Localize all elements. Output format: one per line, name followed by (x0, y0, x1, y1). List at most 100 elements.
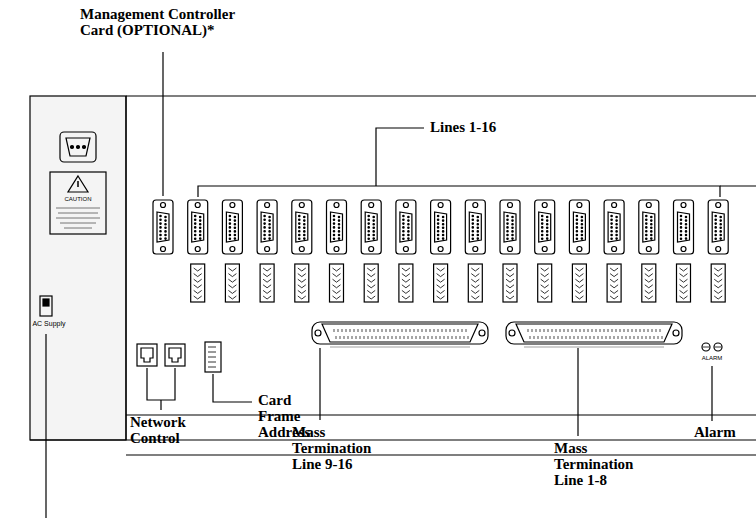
pin-stroke (342, 329, 344, 339)
db25-connector (257, 200, 277, 254)
terminal-block (642, 264, 656, 302)
pin-stroke (560, 329, 562, 339)
pin-stroke (568, 329, 570, 339)
rj-jack (137, 344, 157, 366)
pin-stroke (576, 329, 578, 339)
pin-stroke (636, 329, 638, 339)
pin-stroke (556, 329, 558, 339)
pin-stroke (414, 329, 416, 339)
pin-stroke (660, 329, 662, 339)
db25-connector (327, 200, 347, 254)
pin-stroke (648, 329, 650, 339)
leader-line (213, 374, 252, 402)
db25-connector (604, 200, 624, 254)
terminal-block (468, 264, 482, 302)
db25-connector (535, 200, 555, 254)
pin-stroke (406, 329, 408, 339)
ac-switch (40, 296, 52, 316)
leader-line (162, 52, 163, 196)
db25-connector (153, 200, 173, 254)
callout-label: Lines 1-16 (430, 119, 550, 135)
pin-stroke (584, 329, 586, 339)
leader-line (319, 348, 320, 420)
pin-stroke (398, 329, 400, 339)
pin-stroke (442, 329, 444, 339)
db25-connector (500, 200, 520, 254)
pin-stroke (438, 329, 440, 339)
pin-stroke (350, 329, 352, 339)
terminal-block (434, 264, 448, 302)
pin-stroke (354, 329, 356, 339)
pin-stroke (334, 329, 336, 339)
db25-connector (396, 200, 416, 254)
pin-stroke (612, 329, 614, 339)
terminal-block (607, 264, 621, 302)
pin-stroke (592, 329, 594, 339)
pin-stroke (370, 329, 372, 339)
power-inlet (60, 132, 96, 162)
panel-marking: AC Supply (24, 320, 74, 328)
pin-stroke (402, 329, 404, 339)
terminal-block (260, 264, 274, 302)
pin-stroke (358, 329, 360, 339)
terminal-block (538, 264, 552, 302)
warning-triangle (68, 176, 88, 192)
terminal-block (503, 264, 517, 302)
pin-stroke (624, 329, 626, 339)
power-inlet-socket (66, 138, 90, 156)
pin-stroke (532, 329, 534, 339)
pin-stroke (362, 329, 364, 339)
terminal-block (330, 264, 344, 302)
address-switch (205, 342, 221, 372)
mass-termination-connector (322, 324, 478, 342)
callout-label: Network Control (130, 414, 204, 446)
pin-stroke (588, 329, 590, 339)
pin-stroke (628, 329, 630, 339)
pin-stroke (580, 329, 582, 339)
leader-line (577, 348, 578, 436)
pin-stroke (466, 329, 468, 339)
panel-marking: CAUTION (53, 196, 103, 202)
db25-connector (292, 200, 312, 254)
leader-line (711, 366, 712, 421)
pin-stroke (528, 329, 530, 339)
terminal-block (191, 264, 205, 302)
pin-stroke (382, 329, 384, 339)
pin-stroke (548, 329, 550, 339)
pin-stroke (632, 329, 634, 339)
pin-stroke (410, 329, 412, 339)
pin-stroke (604, 329, 606, 339)
warning-label (50, 172, 106, 234)
pin-stroke (394, 329, 396, 339)
pin-stroke (434, 329, 436, 339)
pin-stroke (536, 329, 538, 339)
bracket (198, 128, 720, 197)
db25-connector (431, 200, 451, 254)
pin-stroke (454, 329, 456, 339)
pin-stroke (426, 329, 428, 339)
db25-connector (674, 200, 694, 254)
terminal-block (572, 264, 586, 302)
pin-stroke (462, 329, 464, 339)
pin-stroke (386, 329, 388, 339)
panel-outline (30, 96, 756, 455)
bracket (147, 368, 175, 410)
pin-stroke (652, 329, 654, 339)
pin-stroke (446, 329, 448, 339)
side-plate (30, 96, 126, 440)
pin-stroke (540, 329, 542, 339)
pin-stroke (366, 329, 368, 339)
terminal-block (677, 264, 691, 302)
pin-stroke (374, 329, 376, 339)
pin-stroke (346, 329, 348, 339)
db25-connector (708, 200, 728, 254)
rj-jack (165, 344, 185, 366)
terminal-block (225, 264, 239, 302)
pin-stroke (552, 329, 554, 339)
db25-connector (222, 200, 242, 254)
callout-label: Alarm (694, 424, 752, 440)
terminal-block (295, 264, 309, 302)
